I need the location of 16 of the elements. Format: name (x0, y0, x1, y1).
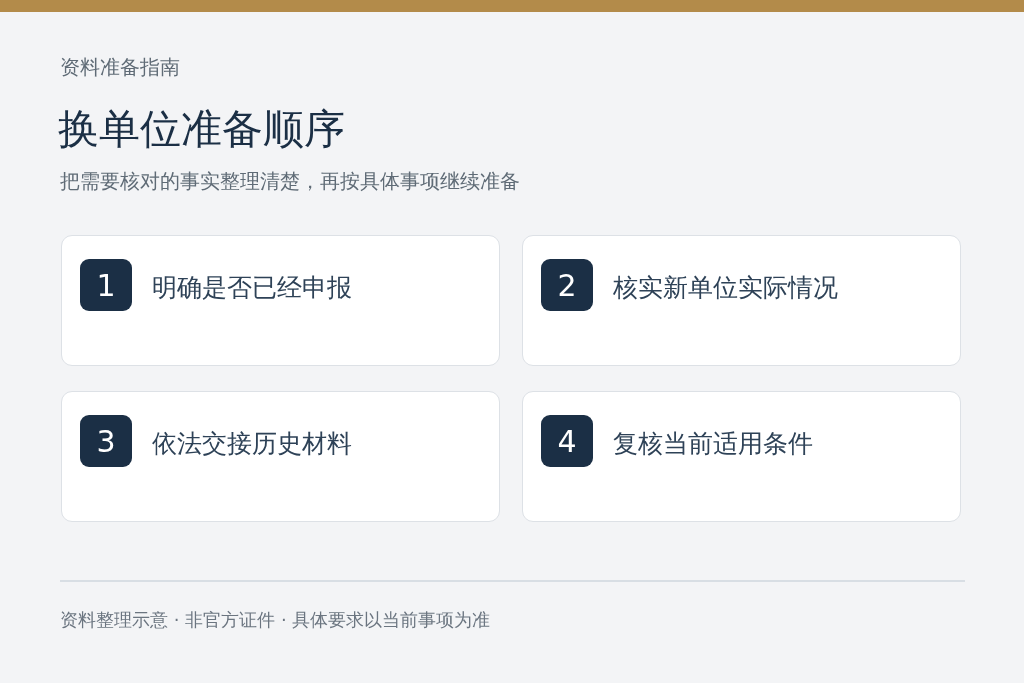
subtitle: 把需要核对的事实整理清楚，再按具体事项继续准备 (60, 169, 520, 193)
step-text: 复核当前适用条件 (613, 429, 813, 459)
header-text: 资料准备指南 (60, 56, 180, 80)
title: 换单位准备顺序 (58, 105, 345, 155)
footer-note: 资料整理示意 · 非官方证件 · 具体要求以当前事项为准 (60, 609, 491, 631)
step-number-badge: 2 (541, 259, 593, 311)
step-card (522, 391, 961, 522)
step-text: 依法交接历史材料 (152, 429, 352, 459)
step-text: 明确是否已经申报 (152, 273, 352, 303)
step-number-badge: 4 (541, 415, 593, 467)
step-card (61, 391, 500, 522)
step-card (522, 235, 961, 366)
step-number-badge: 1 (80, 259, 132, 311)
step-number-badge: 3 (80, 415, 132, 467)
step-text: 核实新单位实际情况 (613, 273, 838, 303)
step-card (61, 235, 500, 366)
